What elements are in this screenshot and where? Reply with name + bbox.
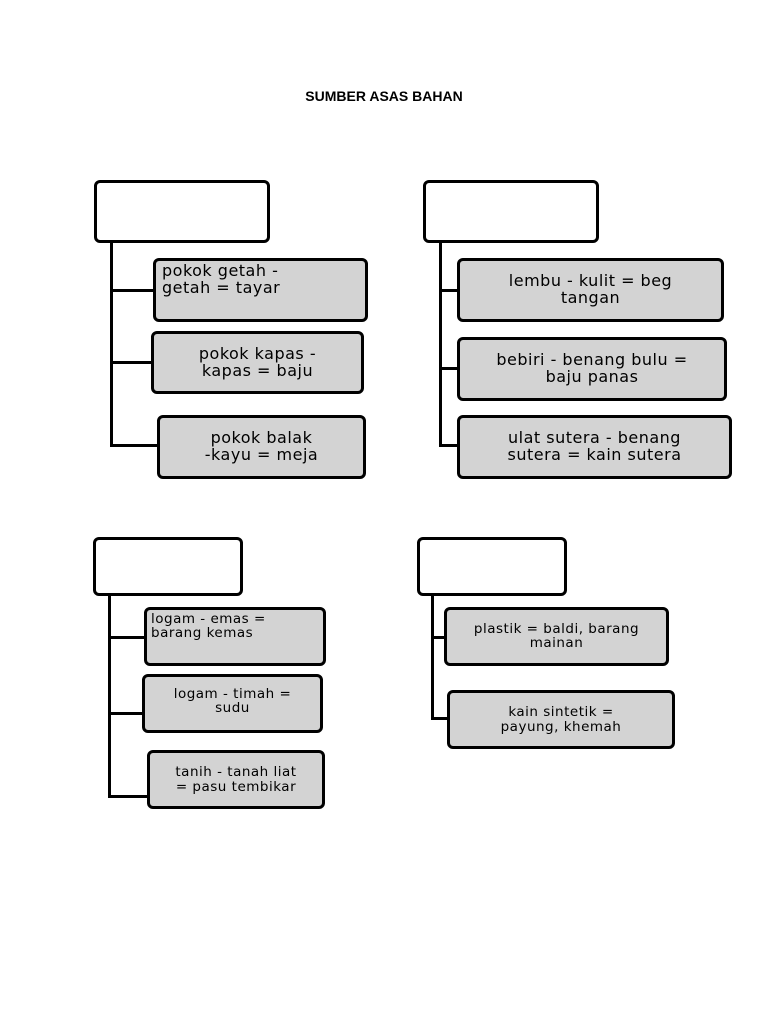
source-item-label: bebiri - benang bulu = baju panas: [496, 350, 688, 386]
connector-trunk: [110, 243, 113, 447]
connector-branch: [439, 289, 459, 292]
source-item-label: logam - timah = sudu: [173, 686, 292, 717]
source-item-label: plastik = baldi, barang mainan: [473, 621, 640, 652]
group-header-box: [423, 180, 599, 243]
source-item-label: kain sintetik = payung, khemah: [500, 704, 622, 735]
source-item-label: pokok balak -kayu = meja: [204, 428, 319, 464]
group-header-box: [94, 180, 270, 243]
connector-trunk: [108, 596, 111, 798]
source-item: bebiri - benang bulu = baju panas: [457, 337, 727, 401]
connector-trunk: [431, 596, 434, 720]
connector-branch: [431, 717, 449, 720]
source-item: pokok getah - getah = tayar: [153, 258, 368, 322]
source-item: pokok balak -kayu = meja: [157, 415, 366, 479]
source-item-label: tanih - tanah liat = pasu tembikar: [175, 764, 297, 795]
connector-branch: [439, 367, 459, 370]
source-item: pokok kapas - kapas = baju: [151, 331, 364, 394]
source-item: logam - emas = barang kemas: [144, 607, 326, 666]
source-item: lembu - kulit = beg tangan: [457, 258, 724, 322]
source-item-label: logam - emas = barang kemas: [151, 611, 266, 642]
connector-branch: [108, 712, 144, 715]
connector-branch: [110, 361, 152, 364]
source-item-label: ulat sutera - benang sutera = kain suter…: [507, 428, 682, 464]
connector-trunk: [439, 243, 442, 447]
diagram-title: SUMBER ASAS BAHAN: [305, 88, 463, 104]
source-item: kain sintetik = payung, khemah: [447, 690, 675, 749]
connector-branch: [110, 444, 158, 447]
source-item: tanih - tanah liat = pasu tembikar: [147, 750, 325, 809]
source-item-label: lembu - kulit = beg tangan: [508, 271, 673, 307]
group-header-box: [93, 537, 243, 596]
group-header-box: [417, 537, 567, 596]
source-item: ulat sutera - benang sutera = kain suter…: [457, 415, 732, 479]
connector-branch: [439, 444, 459, 447]
connector-branch: [110, 289, 155, 292]
source-item: logam - timah = sudu: [142, 674, 323, 733]
connector-branch: [108, 795, 148, 798]
source-item-label: pokok getah - getah = tayar: [162, 261, 281, 297]
connector-branch: [431, 636, 446, 639]
source-item: plastik = baldi, barang mainan: [444, 607, 669, 666]
connector-branch: [108, 636, 146, 639]
source-item-label: pokok kapas - kapas = baju: [198, 343, 317, 380]
